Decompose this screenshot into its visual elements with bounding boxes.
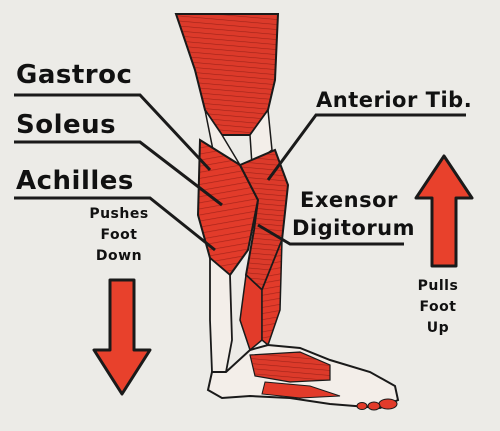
- upper-leg: [174, 13, 280, 167]
- anterior-tib-pointer: [266, 113, 466, 181]
- gastroc-pointer: [14, 93, 212, 172]
- up-word: Up: [426, 320, 450, 336]
- arrow-up-icon: [414, 154, 474, 268]
- down-word: Down: [95, 248, 143, 264]
- pulls-word: Pulls: [417, 278, 459, 294]
- pushes-word: Pushes: [89, 206, 149, 222]
- soleus-pointer: [14, 140, 223, 207]
- extensor-pointer: [257, 223, 404, 246]
- pulls-foot-up-label: Pulls Foot Up: [408, 276, 468, 339]
- pushes-foot-down-label: Pushes Foot Down: [84, 204, 154, 267]
- anterior-tib-label: Anterior Tib.: [316, 88, 473, 112]
- extensor-label-line1: Exensor: [300, 188, 398, 212]
- foot-word: Foot: [100, 227, 138, 243]
- soleus-label: Soleus: [16, 110, 117, 140]
- achilles-tendon: [209, 239, 283, 373]
- foot: [206, 343, 400, 411]
- gastroc-label: Gastroc: [16, 60, 133, 90]
- foot-word-2: Foot: [419, 299, 457, 315]
- extensor-label-line2: Digitorum: [292, 216, 416, 240]
- achilles-pointer: [14, 196, 216, 252]
- arrow-down-icon: [92, 278, 152, 396]
- achilles-label: Achilles: [16, 166, 134, 196]
- pointer-lines: [14, 93, 466, 252]
